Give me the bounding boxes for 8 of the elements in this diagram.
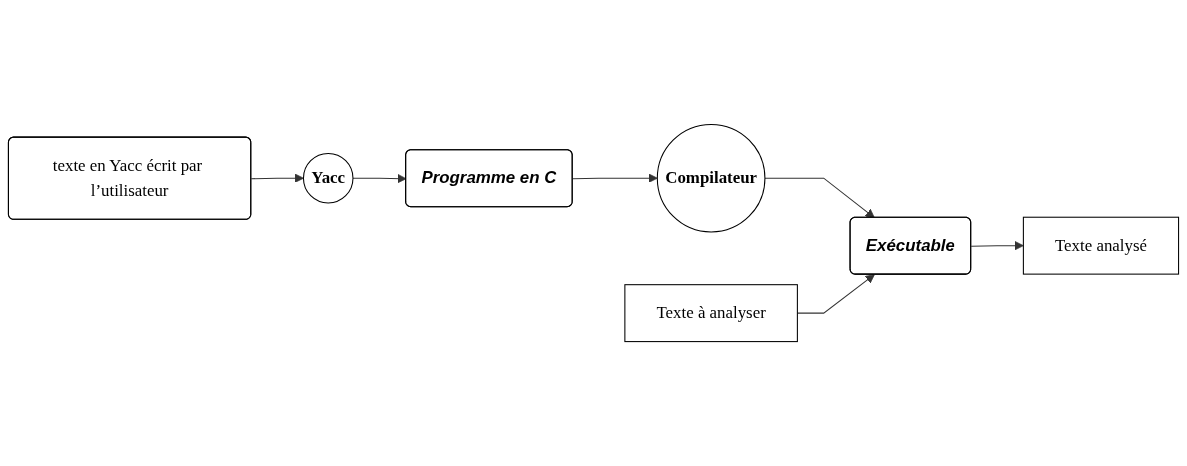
arrow <box>764 177 875 219</box>
node-box: Texte analysé <box>1022 216 1180 275</box>
node-box: Texte à analyser <box>624 284 798 343</box>
arrow <box>970 241 1024 251</box>
arrow <box>572 173 658 183</box>
arrow <box>250 173 304 183</box>
node-circle: Compilateur <box>656 123 766 233</box>
node-circle: Yacc <box>302 152 354 204</box>
